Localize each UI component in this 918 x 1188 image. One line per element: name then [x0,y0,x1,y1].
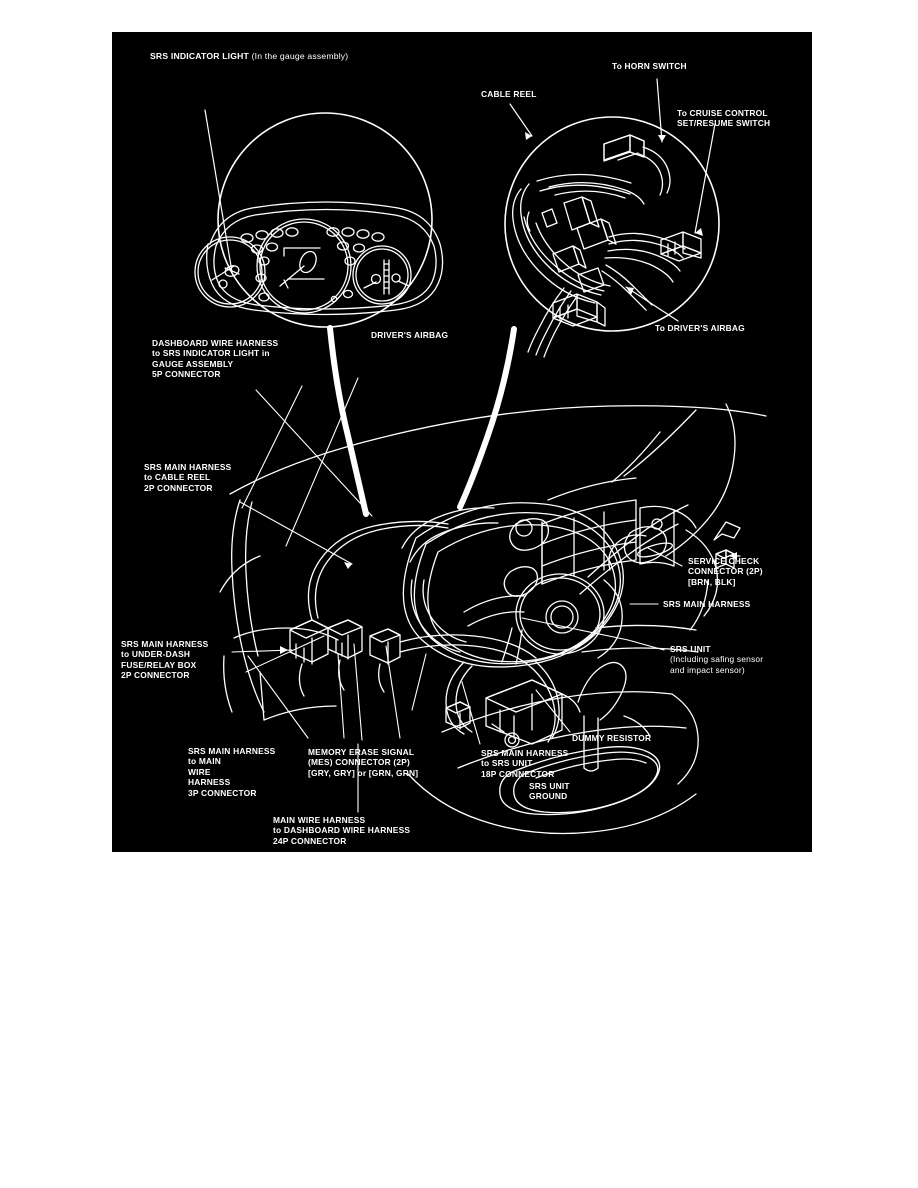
label-to-drivers-airbag: To DRIVER'S AIRBAG [655,323,745,333]
label-srs-unit: SRS UNIT(Including safing sensor and imp… [670,644,764,675]
label-srs-unit-ground: SRS UNIT GROUND [529,781,570,802]
dashboard-illustration [219,403,767,835]
leader-lines [231,377,683,813]
label-cable-reel: CABLE REEL [481,89,537,99]
diagram-artwork [194,78,767,835]
label-srs-indicator-light: SRS INDICATOR LIGHT (In the gauge assemb… [150,51,349,61]
label-main-wire-harness-24p: MAIN WIRE HARNESS to DASHBOARD WIRE HARN… [273,815,411,846]
label-drivers-airbag: DRIVER'S AIRBAG [371,330,449,340]
diagram-panel: SRS INDICATOR LIGHT (In the gauge assemb… [112,32,812,852]
label-srs-main-harness-main-wire-3p: SRS MAIN HARNESS to MAIN WIRE HARNESS 3P… [188,746,276,798]
label-srs-main-harness-cable-reel-2p: SRS MAIN HARNESS to CABLE REEL 2P CONNEC… [144,462,232,493]
label-service-check-connector: SERVICE CHECK CONNECTOR (2P) [BRN, BLK] [688,556,763,587]
label-to-horn-switch: To HORN SWITCH [612,61,687,71]
label-srs-main-harness: SRS MAIN HARNESS [663,599,751,609]
label-memory-erase-signal-connector: MEMORY ERASE SIGNAL (MES) CONNECTOR (2P)… [308,747,419,778]
callout-stems [327,325,517,517]
detail-arrows [509,78,716,322]
label-to-cruise-control: To CRUISE CONTROL SET/RESUME SWITCH [677,108,771,129]
gauge-detail-circle [194,109,444,328]
cable-reel-detail-circle [504,116,720,358]
label-srs-unit-18p: SRS MAIN HARNESS to SRS UNIT 18P CONNECT… [481,748,569,779]
label-dummy-resistor: DUMMY RESISTOR [572,733,652,743]
label-dashboard-wire-harness-5p: DASHBOARD WIRE HARNESS to SRS INDICATOR … [152,338,279,380]
label-srs-main-harness-under-dash-2p: SRS MAIN HARNESS to UNDER-DASH FUSE/RELA… [121,639,209,681]
